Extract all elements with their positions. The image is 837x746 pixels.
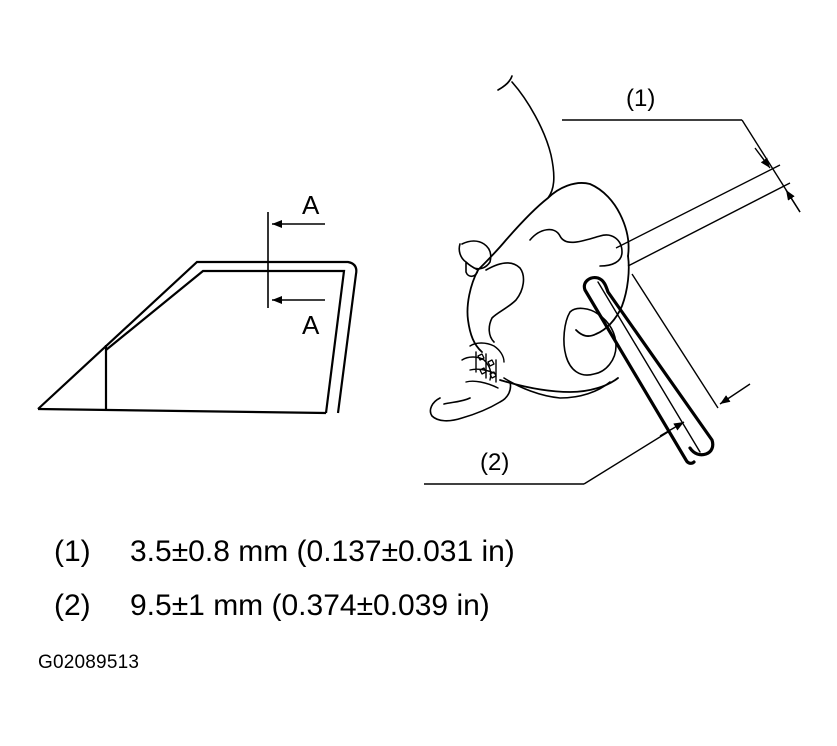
dim1-ext-upper xyxy=(615,164,781,249)
section-line-a xyxy=(267,212,325,308)
dim1-ext-lower xyxy=(627,182,791,267)
molding-body xyxy=(477,182,630,271)
molding-foot xyxy=(429,381,512,422)
clip-head xyxy=(458,240,492,278)
legend-item-number: (2) xyxy=(54,589,91,622)
legend-item-number: (1) xyxy=(54,535,91,568)
callout-2: (2) xyxy=(480,449,509,476)
clip-body xyxy=(461,342,505,389)
dim2-slant xyxy=(583,431,669,485)
legend-item-1: (1) 3.5±0.8 mm (0.137±0.031 in) xyxy=(54,537,515,567)
installation-diagram: A A xyxy=(37,75,801,485)
molding-right-face xyxy=(575,255,630,337)
dim1-arrow-b xyxy=(785,189,801,213)
window-glass xyxy=(582,276,715,465)
window-belt-line xyxy=(37,407,327,415)
dim2-ext-upper xyxy=(631,273,719,409)
cross-section-view xyxy=(429,75,715,465)
window-inner-edge xyxy=(105,269,346,414)
legend-item-text: 3.5±0.8 mm (0.137±0.031 in) xyxy=(130,535,515,568)
legend-item-2: (2) 9.5±1 mm (0.374±0.039 in) xyxy=(54,591,490,621)
callout-1: (1) xyxy=(626,85,655,112)
molding-inner-lobe xyxy=(529,228,623,267)
window-outer-edge xyxy=(37,260,358,414)
legend-item-text: 9.5±1 mm (0.374±0.039 in) xyxy=(130,589,490,622)
molding-inner-wall xyxy=(485,262,525,343)
molding-bottom-edge xyxy=(503,377,611,399)
body-panel-edge xyxy=(497,75,555,199)
window-outline xyxy=(37,260,358,415)
dimension-1 xyxy=(562,119,801,267)
window-glass-edge xyxy=(597,281,701,453)
dimension-2 xyxy=(424,273,751,485)
figure-id: G02089513 xyxy=(38,652,140,673)
dim1-arrow-a xyxy=(754,147,771,169)
dim2-arrow-b xyxy=(659,421,685,437)
section-label-top: A xyxy=(302,190,320,220)
section-label-bottom: A xyxy=(302,310,320,340)
dim2-arrow-a xyxy=(719,383,751,405)
clip-teeth xyxy=(477,353,497,379)
molding-lower-pocket xyxy=(563,307,617,376)
